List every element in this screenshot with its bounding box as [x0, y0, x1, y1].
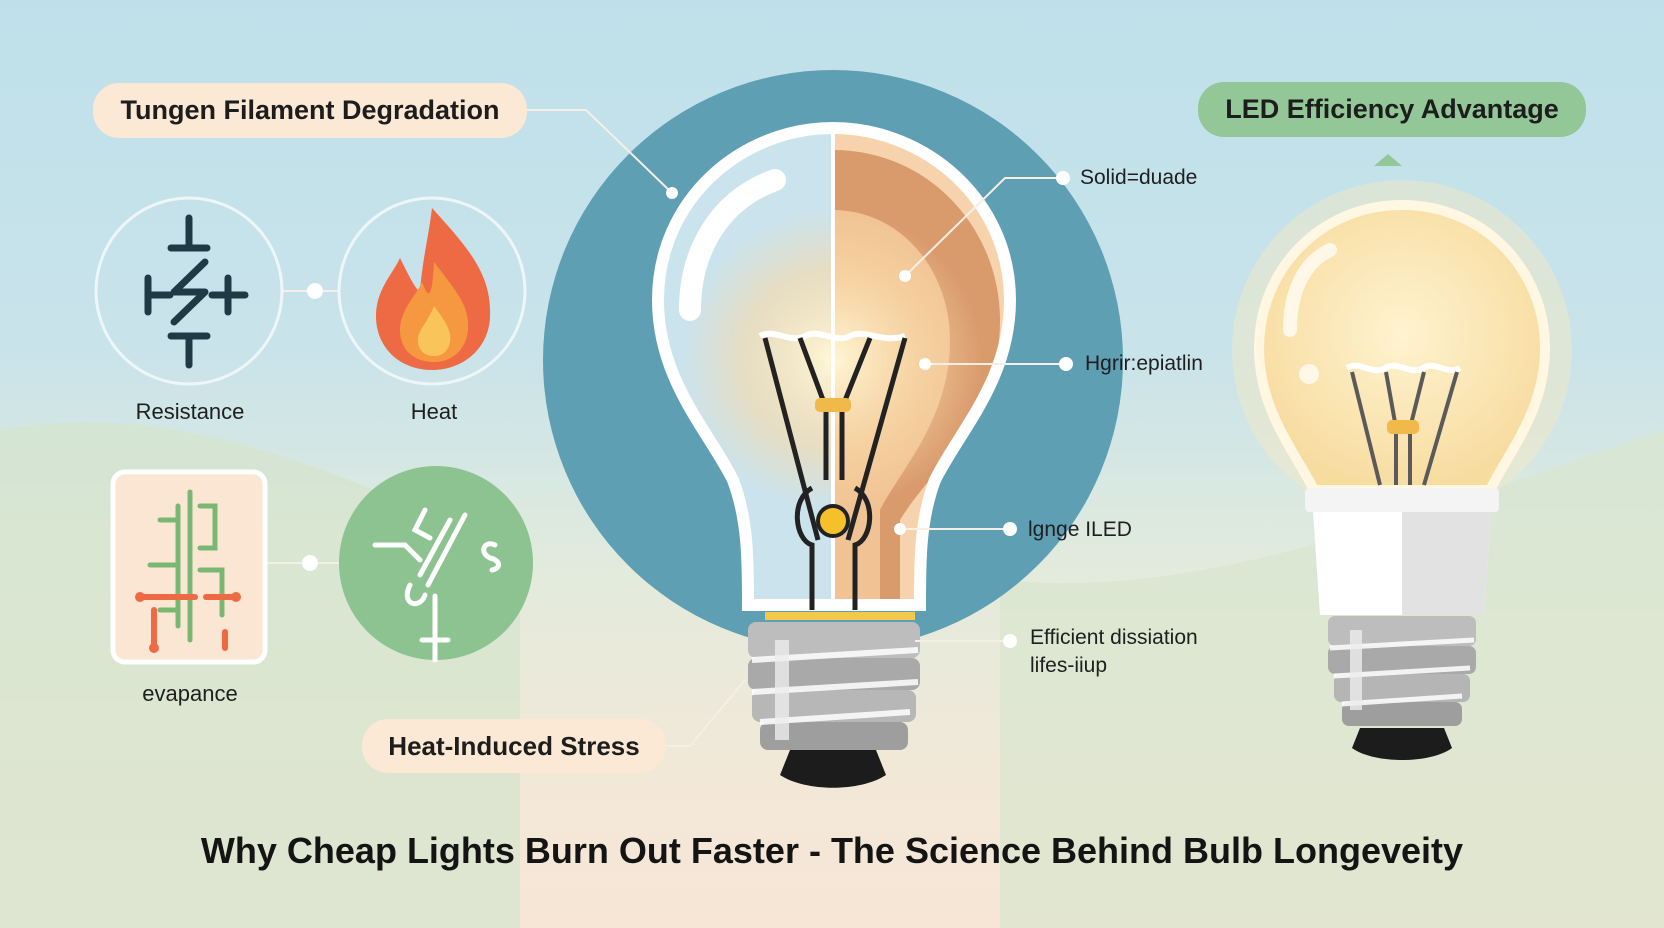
led-bulb — [1232, 154, 1572, 760]
circuit-icon — [110, 469, 268, 665]
page-title: Why Cheap Lights Burn Out Faster - The S… — [200, 830, 1464, 871]
resistor-icon — [94, 196, 284, 386]
resistance-caption: Resistance — [135, 399, 245, 424]
background-hill-right — [1000, 430, 1664, 928]
evaporation-caption: evapance — [142, 681, 238, 706]
callout-heat-stress: Heat-Induced Stress — [362, 719, 666, 773]
flame-icon — [337, 196, 527, 386]
label-efficient-1: Efficient dissiation — [1030, 626, 1198, 649]
label-efficient-2: lifes-iiup — [1030, 654, 1108, 677]
callout-tungsten-degradation: Tungen Filament Degradation — [93, 83, 527, 138]
connector-lines — [266, 109, 1066, 747]
callout-led-advantage: LED Efficiency Advantage — [1198, 82, 1586, 137]
label-higher: Hgrir:epiatlin — [1085, 352, 1203, 375]
broken-filament-icon — [339, 466, 533, 663]
main-bulb — [651, 121, 1017, 788]
heat-caption: Heat — [410, 399, 458, 424]
label-longer: lgnge ILED — [1028, 518, 1132, 541]
connector-dots — [302, 171, 1073, 648]
label-solid: Solid=duade — [1080, 166, 1198, 189]
